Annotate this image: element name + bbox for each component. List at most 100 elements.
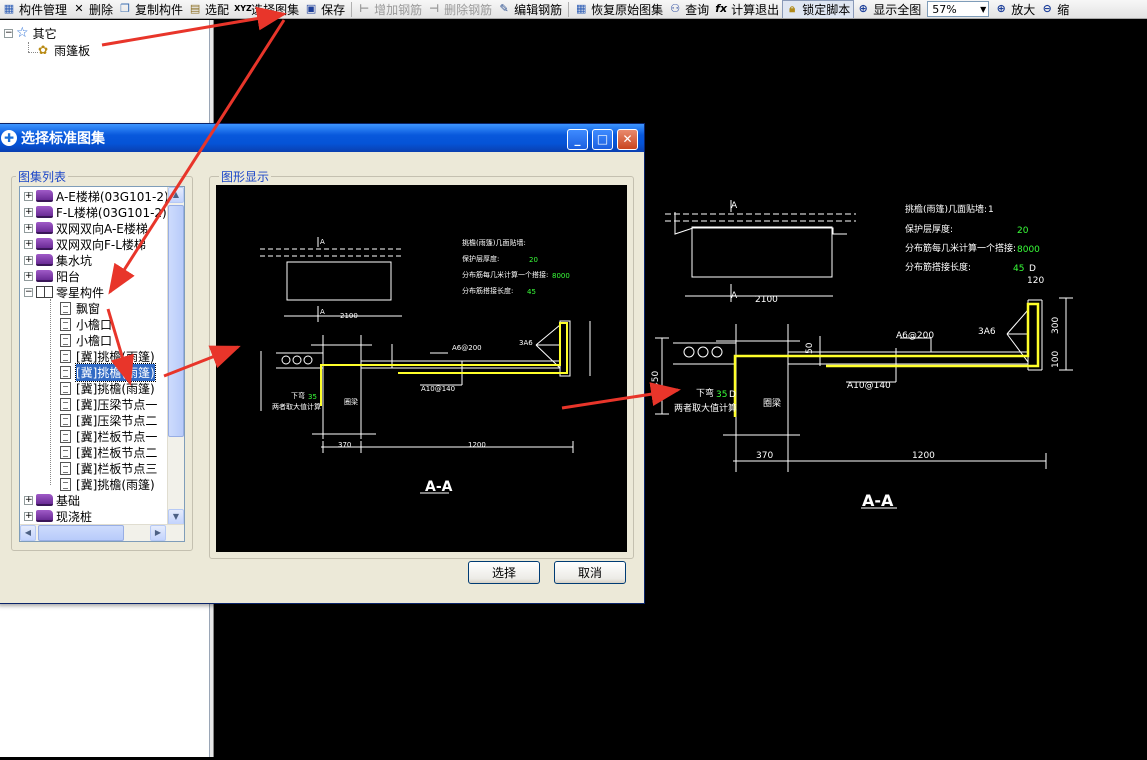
scroll-right-icon[interactable]: ▶ (150, 525, 166, 541)
vertical-scrollbar[interactable]: ▲ ▼ (167, 187, 184, 525)
zoom-select[interactable]: 57% ▼ (927, 1, 990, 17)
atlas-list-item[interactable]: 飘窗 (60, 300, 100, 316)
zoom-out-button[interactable]: ⊖ 缩 (1038, 0, 1072, 18)
atlas-list-item[interactable]: [冀]栏板节点一 (60, 428, 157, 444)
select-config-button[interactable]: ▤ 选配 (186, 0, 232, 18)
section-title: A-A (862, 491, 894, 510)
expand-icon[interactable]: + (24, 222, 33, 233)
atlas-list-item[interactable]: +双网双向A-E楼梯 (24, 220, 148, 236)
scroll-down-icon[interactable]: ▼ (168, 509, 184, 525)
expand-icon[interactable]: + (24, 494, 33, 505)
atlas-list-item[interactable]: +基础 (24, 492, 80, 508)
scroll-up-icon[interactable]: ▲ (168, 187, 184, 203)
atlas-list-item[interactable]: +集水坑 (24, 252, 92, 268)
book-icon (36, 206, 53, 218)
lock-script-button[interactable]: 🔒︎ 锁定脚本 (782, 0, 855, 18)
save-button[interactable]: ▣ 保存 (302, 0, 348, 18)
query-label: 查询 (685, 2, 710, 17)
atlas-tree-list[interactable]: + A-E楼梯(03G101-2) + F-L楼梯(03G101-2)+双网双向A-E… (19, 186, 185, 542)
restore-atlas-label: 恢复原始图集 (591, 2, 664, 17)
rebar-bottom: A10@140 (847, 381, 891, 391)
collapse-icon[interactable]: − (4, 27, 13, 38)
dialog-title-bar[interactable]: ✚ 选择标准图集 _ □ ✕ (0, 124, 644, 152)
scroll-thumb[interactable] (38, 525, 124, 541)
edit-rebar-button[interactable]: ✎ 编辑钢筋 (495, 0, 565, 18)
toolbar-separator (351, 1, 353, 17)
delete-button[interactable]: ✕ 删除 (70, 0, 116, 18)
atlas-list-item[interactable]: + 现浇桩 (24, 508, 92, 524)
atlas-list-item[interactable]: [冀]挑檐(雨篷) (60, 362, 156, 382)
preview-hook-note: 下弯 (291, 391, 305, 400)
show-full-label: 显示全图 (873, 2, 922, 17)
preview-drawing: 挑檐(雨篷)几面贴墙: 保护层厚度: 分布筋每几米计算一个搭接: 分布筋搭接长度… (260, 237, 591, 495)
scroll-left-icon[interactable]: ◀ (20, 525, 36, 541)
note-value: 1 (988, 205, 994, 215)
remove-rebar-button[interactable]: ⊣ 删除钢筋 (425, 0, 495, 18)
component-manage-label: 构件管理 (19, 2, 68, 17)
atlas-list-item[interactable]: [冀]挑檐(雨篷) (60, 380, 155, 396)
maximize-button[interactable]: □ (592, 129, 613, 150)
copy-component-label: 复制构件 (135, 2, 184, 17)
atlas-list-item[interactable]: [冀]挑檐(雨篷) (60, 348, 155, 364)
preview-note-4: 分布筋搭接长度: (462, 286, 513, 295)
save-label: 保存 (321, 2, 346, 17)
select-atlas-dialog: ✚ 选择标准图集 _ □ ✕ 图集列表 图形显示 +A-E楼梯(03G101-2… (0, 123, 645, 604)
preview-dim-2100: 2100 (340, 312, 358, 320)
preview-dim-370: 370 (338, 441, 351, 449)
collapse-icon[interactable]: − (24, 286, 33, 297)
expand-icon[interactable]: + (24, 510, 33, 521)
remove-rebar-label: 删除钢筋 (444, 2, 493, 17)
atlas-list-item[interactable]: [冀]栏板节点二 (60, 444, 157, 460)
select-button[interactable]: 选择 (468, 561, 540, 584)
note-2: 保护层厚度: (905, 223, 953, 235)
atlas-list-item-label: F-L楼梯(03G101-2) (56, 205, 167, 220)
expand-icon[interactable]: + (24, 190, 33, 201)
preview-beam-label: 圈梁 (344, 397, 358, 406)
show-full-button[interactable]: ⊕ 显示全图 (854, 0, 924, 18)
restore-atlas-button[interactable]: ▦ 恢复原始图集 (572, 0, 666, 18)
atlas-list-item[interactable]: +阳台 (24, 268, 80, 284)
choose-atlas-label: 选择图集 (251, 2, 300, 17)
dialog-title: 选择标准图集 (21, 131, 105, 147)
note-value: 45 (1013, 264, 1024, 274)
close-button[interactable]: ✕ (617, 129, 638, 150)
cancel-button[interactable]: 取消 (554, 561, 626, 584)
atlas-list-item-label: A-E楼梯(03G101-2) (56, 189, 169, 204)
calc-exit-button[interactable]: fx 计算退出 (712, 0, 782, 18)
atlas-list-item-label: 现浇桩 (56, 509, 93, 524)
choose-atlas-button[interactable]: XYZ 选择图集 (232, 0, 302, 18)
horizontal-scrollbar[interactable]: ◀ ▶ (20, 524, 184, 541)
expand-icon[interactable]: + (24, 254, 33, 265)
atlas-list-item[interactable]: [冀]挑檐(雨篷) (60, 476, 155, 492)
zoom-in-button[interactable]: ⊕ 放大 (992, 0, 1038, 18)
copy-component-button[interactable]: ❐ 复制构件 (116, 0, 186, 18)
atlas-icon: XYZ (234, 4, 252, 13)
tree-item-canopy[interactable]: ✿ 雨篷板 (38, 42, 90, 58)
atlas-list-item[interactable]: [冀]栏板节点三 (60, 460, 157, 476)
preview-hook-note-2: 两者取大值计算 (272, 402, 321, 411)
expand-icon[interactable]: + (24, 270, 33, 281)
expand-icon[interactable]: + (24, 238, 33, 249)
hook-note-2: 两者取大值计算 (674, 402, 737, 414)
atlas-list-item[interactable]: + A-E楼梯(03G101-2) (24, 188, 169, 204)
edit-rebar-label: 编辑钢筋 (514, 2, 563, 17)
atlas-list-item[interactable]: 小檐口 (60, 332, 112, 348)
component-manage-button[interactable]: ▦ 构件管理 (0, 0, 70, 18)
minimize-button[interactable]: _ (567, 129, 588, 150)
preview-note-value: 8000 (552, 272, 570, 280)
query-button[interactable]: ⚇ 查询 (666, 0, 712, 18)
add-rebar-button[interactable]: ⊢ 增加钢筋 (355, 0, 425, 18)
atlas-list-item[interactable]: [冀]压梁节点二 (60, 412, 157, 428)
tree-root-other[interactable]: − ☆ 其它 (4, 25, 57, 41)
atlas-list-item[interactable]: + F-L楼梯(03G101-2) (24, 204, 167, 220)
delete-x-icon: ✕ (74, 2, 84, 15)
atlas-list-item[interactable]: −零星构件 (24, 284, 104, 300)
atlas-list-item[interactable]: [冀]压梁节点一 (60, 396, 157, 412)
scroll-thumb[interactable] (168, 205, 184, 437)
atlas-list-item[interactable]: +双网双向F-L楼梯 (24, 236, 146, 252)
atlas-list-item[interactable]: 小檐口 (60, 316, 112, 332)
edit-rebar-icon: ✎ (499, 2, 509, 15)
gear-icon: ✿ (38, 43, 49, 57)
open-book-icon (36, 286, 53, 298)
expand-icon[interactable]: + (24, 206, 33, 217)
